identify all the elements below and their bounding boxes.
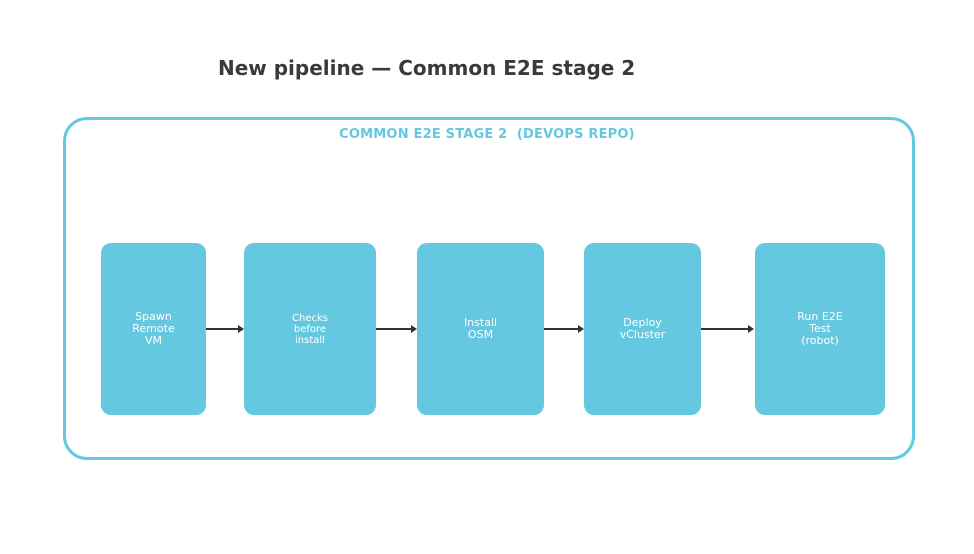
stage-install-osm[interactable]: Install OSM — [417, 243, 544, 415]
stage-checks-before-install[interactable]: Checks before install — [244, 243, 376, 415]
stage-group-label: COMMON E2E STAGE 2 (DEVOPS REPO) — [339, 127, 635, 142]
stage-deploy-vcluster[interactable]: Deploy vCluster — [584, 243, 701, 415]
stage-group-frame — [63, 117, 915, 460]
page-title: New pipeline — Common E2E stage 2 — [218, 56, 636, 80]
stage-spawn-remote-vm[interactable]: Spawn Remote VM — [101, 243, 206, 415]
flow-arrow-3 — [544, 325, 584, 333]
flow-arrow-1 — [206, 325, 244, 333]
stage-run-e2e-test[interactable]: Run E2E Test (robot) — [755, 243, 885, 415]
flow-arrow-4 — [701, 325, 754, 333]
flow-arrow-2 — [376, 325, 417, 333]
